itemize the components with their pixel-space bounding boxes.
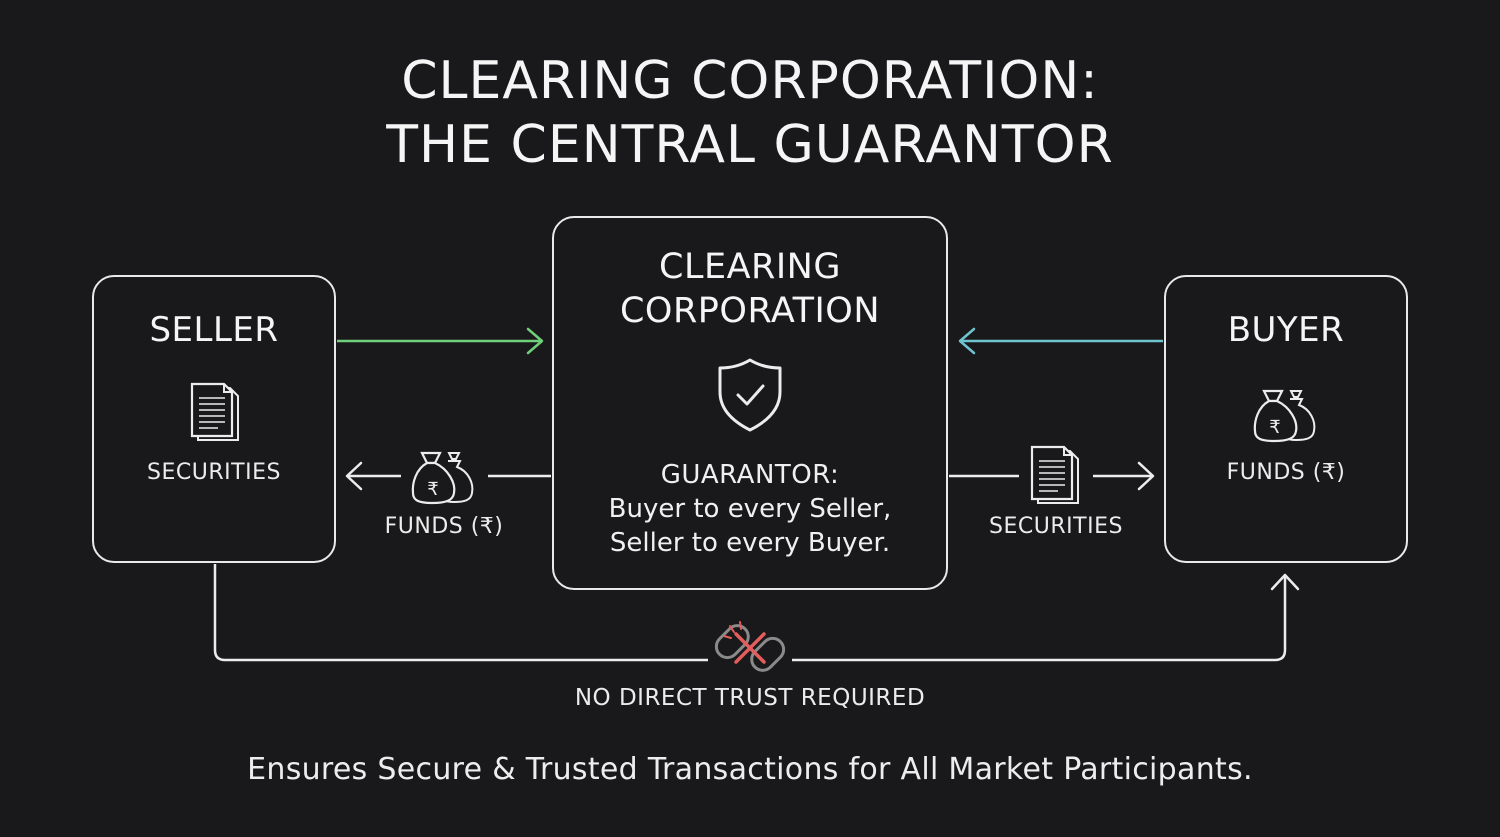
svg-text:₹: ₹ bbox=[427, 479, 438, 500]
svg-text:₹: ₹ bbox=[1269, 417, 1280, 438]
seller-title: SELLER bbox=[149, 310, 279, 350]
footer-tagline: Ensures Secure & Trusted Transactions fo… bbox=[247, 752, 1253, 787]
cc-role-line-3: Seller to every Buyer. bbox=[609, 528, 891, 558]
funds-flow-label: FUNDS (₹) bbox=[384, 514, 504, 539]
securities-to-buyer-arrow bbox=[949, 461, 1155, 491]
seller-item-label: SECURITIES bbox=[147, 460, 281, 485]
broken-link-icon bbox=[714, 621, 786, 672]
cc-title-line-2: CORPORATION bbox=[619, 291, 881, 331]
seller-box bbox=[92, 275, 336, 563]
funds-to-seller-arrow bbox=[345, 461, 551, 491]
title-line-2: THE CENTRAL GUARANTOR bbox=[386, 115, 1114, 175]
cc-title-line-1: CLEARING bbox=[659, 247, 841, 287]
buyer-item-label: FUNDS (₹) bbox=[1226, 460, 1346, 485]
securities-flow-label: SECURITIES bbox=[989, 514, 1123, 539]
buyer-to-cc-arrow bbox=[958, 327, 1163, 355]
buyer-box bbox=[1164, 275, 1408, 563]
seller-to-cc-arrow bbox=[337, 327, 544, 355]
document-icon bbox=[190, 382, 239, 441]
clearing-corporation-box bbox=[552, 216, 948, 590]
money-bags-icon: ₹ bbox=[1253, 389, 1316, 443]
title-line-1: CLEARING CORPORATION: bbox=[401, 51, 1099, 111]
cc-role-line-2: Buyer to every Seller, bbox=[608, 494, 892, 524]
buyer-title: BUYER bbox=[1227, 310, 1345, 350]
cc-role-heading: GUARANTOR: bbox=[660, 460, 840, 490]
money-bags-icon: ₹ bbox=[411, 451, 474, 505]
no-direct-trust-label: NO DIRECT TRUST REQUIRED bbox=[574, 685, 926, 711]
direct-path-line bbox=[213, 564, 1300, 662]
document-icon bbox=[1030, 445, 1079, 504]
shield-check-icon bbox=[718, 358, 782, 432]
